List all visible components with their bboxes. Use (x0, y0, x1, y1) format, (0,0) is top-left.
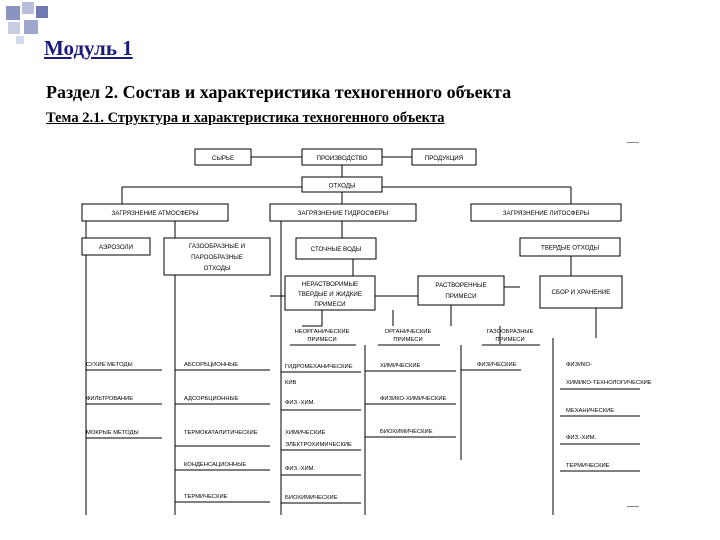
label-gazo-2: ПАРООБРАЗНЫЕ (191, 254, 243, 261)
box-nerastvorimye (284, 275, 376, 311)
label-othody: ОТХОДЫ (329, 183, 356, 190)
method-item: ХИМИКО-ТЕХНОЛОГИЧЕСКИЕ (566, 380, 652, 386)
method-item: ТЕРМИЧЕСКИЕ (566, 463, 610, 469)
decor-square (36, 6, 48, 18)
label-neorg-2: ПРИМЕСИ (307, 337, 336, 343)
method-item: АБСОРБЦИОННЫЕ (184, 362, 238, 368)
method-item: ТЕРМОКАТАЛИТИЧЕСКИЕ (184, 430, 258, 436)
method-item: ХИМИЧЕСКИЕ (380, 363, 420, 369)
insoluble-methods: ГИДРОМЕХАНИЧЕСКИЕ КИВ ФИЗ.-ХИМ. ХИМИЧЕСК… (281, 364, 361, 504)
label-stochnye: СТОЧНЫЕ ВОДЫ (311, 246, 362, 253)
label-sbor: СБОР И ХРАНЕНИЕ (552, 289, 611, 296)
decor-square (6, 6, 20, 20)
gaseous-methods: ФИЗИЧЕСКИЕ (461, 362, 521, 371)
label-neorg-1: НЕОРГАНИЧЕСКИЕ (295, 329, 350, 335)
box-hydrosphere (269, 203, 417, 222)
box-sbor-hranenie (539, 275, 623, 309)
gas-methods: АБСОРБЦИОННЫЕ АДСОРБЦИОННЫЕ ТЕРМОКАТАЛИТ… (175, 362, 270, 503)
label-org-2: ПРИМЕСИ (393, 337, 422, 343)
method-item: ФИЗ.-ХИМ. (285, 400, 315, 406)
aerosol-methods: СУХИЕ МЕТОДЫ ФИЛЬТРОВАНИЕ МОКРЫЕ МЕТОДЫ (86, 362, 162, 439)
decor-square (8, 22, 20, 34)
section-title: Раздел 2. Состав и характеристика техног… (46, 82, 512, 102)
box-atmosphere (81, 203, 229, 222)
label-syrye: СЫРЬЕ (212, 155, 234, 162)
method-item: ЭЛЕКТРОХИМИЧЕСКИЕ (285, 442, 352, 448)
box-proizvodstvo (301, 148, 383, 166)
method-item: МОКРЫЕ МЕТОДЫ (86, 430, 139, 436)
method-item: БИОХИМИЧЕСКИЕ (380, 429, 433, 435)
organic-methods: ХИМИЧЕСКИЕ ФИЗИКО-ХИМИЧЕСКИЕ БИОХИМИЧЕСК… (365, 363, 456, 438)
label-nerastv-1: НЕРАСТВОРИМЫЕ (302, 281, 358, 288)
divider (627, 506, 639, 507)
label-nerastv-2: ТВЕРДЫЕ И ЖИДКИЕ (298, 291, 362, 298)
method-item: ФИЗИКО- (566, 362, 592, 368)
method-item: КОНДЕНСАЦИОННЫЕ (184, 462, 246, 468)
method-item: АДСОРБЦИОННЫЕ (184, 396, 239, 402)
label-gazo-3: ОТХОДЫ (204, 265, 231, 272)
method-item: КИВ (285, 380, 297, 386)
label-gazo-1: ГАЗООБРАЗНЫЕ И (189, 243, 245, 250)
decor-square (16, 36, 24, 44)
decor-square (22, 2, 34, 14)
method-item: ГИДРОМЕХАНИЧЕСКИЕ (285, 364, 353, 370)
method-item: ФИЗ.-ХИМ. (566, 435, 596, 441)
method-item: ФИЗИЧЕСКИЕ (477, 362, 517, 368)
box-syrye (194, 148, 252, 166)
box-tverdye-othody (519, 237, 621, 257)
method-item: ФИЗ.-ХИМ. (285, 466, 315, 472)
box-lithosphere (470, 203, 622, 222)
method-item: ТЕРМИЧЕСКИЕ (184, 494, 228, 500)
divider (627, 142, 639, 143)
label-nerastv-3: ПРИМЕСИ (314, 301, 345, 308)
label-gazoobr-2: ПРИМЕСИ (495, 337, 524, 343)
method-item: ФИЛЬТРОВАНИЕ (86, 396, 133, 402)
decor-square (24, 20, 38, 34)
label-org-1: ОРГАНИЧЕСКИЕ (385, 329, 432, 335)
method-item: СУХИЕ МЕТОДЫ (86, 362, 133, 368)
label-aerozoli: АЭРОЗОЛИ (99, 244, 133, 251)
box-othody (301, 176, 383, 193)
label-rastv-1: РАСТВОРЕННЫЕ (435, 282, 486, 289)
label-atmosphere: ЗАГРЯЗНЕНИЕ АТМОСФЕРЫ (111, 210, 198, 217)
method-item: ХИМИЧЕСКИЕ (285, 430, 325, 436)
topic-title: Тема 2.1. Структура и характеристика тех… (46, 110, 445, 126)
box-gazoobraznye-othody (163, 237, 271, 276)
label-hydrosphere: ЗАГРЯЗНЕНИЕ ГИДРОСФЕРЫ (298, 210, 388, 217)
label-tverdye: ТВЕРДЫЕ ОТХОДЫ (541, 245, 599, 252)
label-produkciya: ПРОДУКЦИЯ (425, 155, 463, 162)
method-item: ФИЗИКО-ХИМИЧЕСКИЕ (380, 396, 446, 402)
box-aerozoli (81, 237, 151, 256)
solid-waste-methods: ФИЗИКО- ХИМИКО-ТЕХНОЛОГИЧЕСКИЕ МЕХАНИЧЕС… (560, 362, 652, 472)
method-item: БИОХИМИЧЕСКИЕ (285, 495, 338, 501)
label-rastv-2: ПРИМЕСИ (445, 293, 476, 300)
label-proizvodstvo: ПРОИЗВОДСТВО (317, 155, 368, 162)
box-rastvorennye (417, 275, 505, 306)
method-item: МЕХАНИЧЕСКИЕ (566, 408, 614, 414)
box-stochnye-vody (295, 237, 377, 260)
module-title: Модуль 1 (44, 36, 133, 60)
label-lithosphere: ЗАГРЯЗНЕНИЕ ЛИТОСФЕРЫ (503, 210, 590, 217)
box-produkciya (411, 148, 477, 166)
label-gazoobr-1: ГАЗООБРАЗНЫЕ (487, 329, 534, 335)
